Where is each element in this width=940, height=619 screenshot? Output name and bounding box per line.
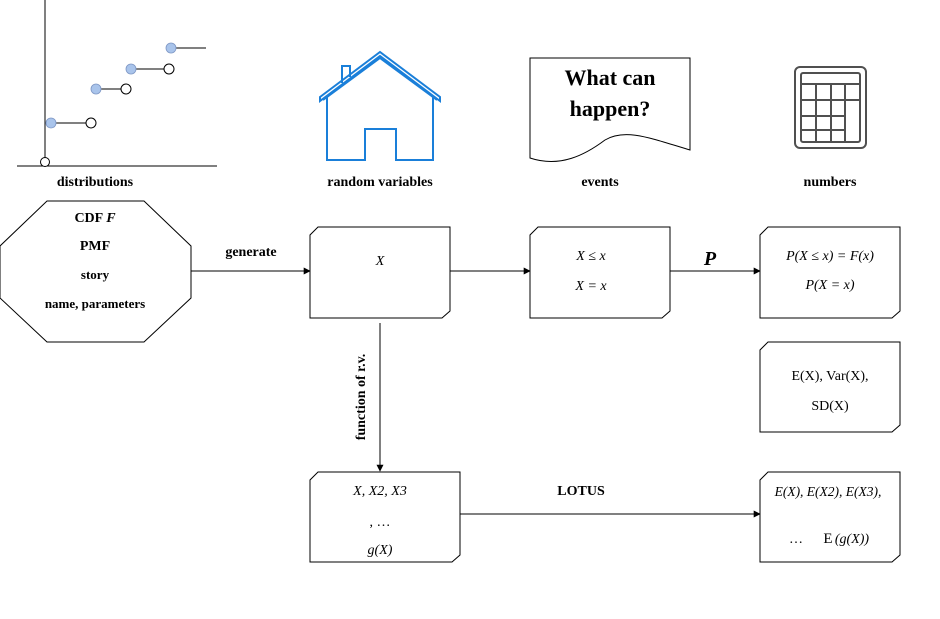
distributions-label: distributions [57, 175, 134, 190]
functions-box-line3: g(X) [368, 543, 393, 558]
p-label: P [703, 248, 717, 270]
calculator-icon [794, 66, 867, 149]
events-box-line1: X ≤ x [575, 249, 606, 264]
events-icon-text-line2: happen? [570, 96, 651, 121]
moments-box: E(X), Var(X), SD(X) [759, 341, 901, 433]
random-variables-label: random variables [327, 175, 433, 190]
probability-box-line2: P(X = x) [804, 278, 854, 293]
random-variable-box: X [309, 226, 451, 319]
probability-box-line1: P(X ≤ x) = F(x) [785, 249, 874, 264]
lotus-box: E(X), E(X2), E(X3), … E (g(X)) [759, 471, 901, 563]
step-function-cdf-icon [17, 0, 217, 167]
generate-label: generate [225, 245, 276, 260]
house-icon [319, 50, 441, 161]
distribution-box-line3: story [81, 267, 110, 282]
functions-box-line2: , … [370, 515, 391, 530]
moments-box-line1: E(X), Var(X), [791, 369, 868, 384]
functions-box-line1: X, X2, X3 [352, 484, 407, 499]
lotus-box-expectation-g: (g(X)) [835, 532, 870, 547]
probability-box: P(X ≤ x) = F(x) P(X = x) [759, 226, 901, 319]
random-variable-text: X [375, 254, 385, 269]
numbers-label: numbers [804, 175, 857, 190]
lotus-box-expectation-e: E [823, 531, 832, 547]
moments-box-line2: SD(X) [811, 399, 849, 414]
document-icon: What can happen? [529, 57, 691, 162]
functions-box: X, X2, X3 , … g(X) [309, 471, 461, 563]
distribution-box-line2: PMF [80, 239, 110, 254]
events-label: events [581, 175, 619, 190]
events-box: X ≤ x X = x [529, 226, 671, 319]
lotus-box-line1: E(X), E(X2), E(X3), [774, 484, 882, 499]
distribution-box-line4: name, parameters [45, 296, 145, 311]
events-box-line2: X = x [574, 279, 607, 294]
lotus-label: LOTUS [557, 484, 605, 499]
distribution-box: CDF F PMF story name, parameters [0, 200, 192, 343]
lotus-box-ellipsis: … [789, 532, 803, 547]
events-icon-text-line1: What can [564, 65, 655, 90]
distribution-box-line1: CDF F [74, 211, 116, 226]
function-of-rv-label: function of r.v. [354, 354, 369, 441]
